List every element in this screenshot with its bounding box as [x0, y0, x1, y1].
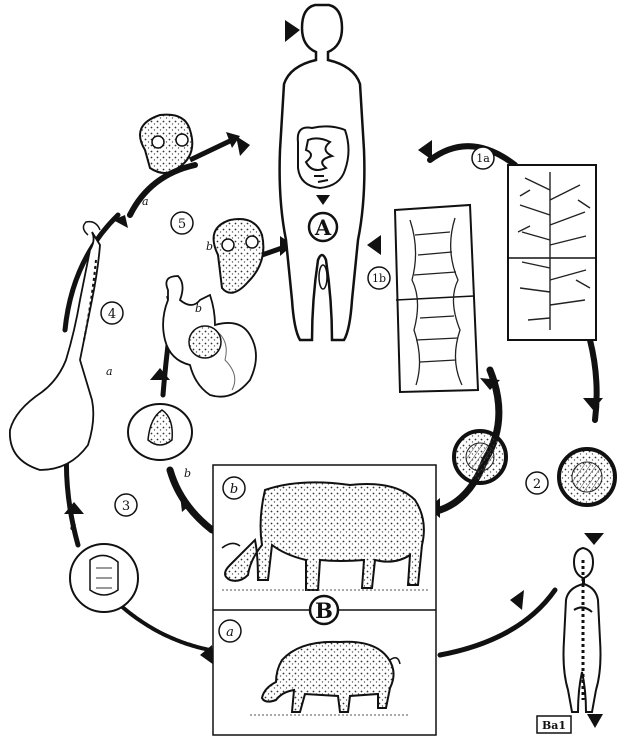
cyst-in-tissue-a-drawing: [70, 544, 138, 612]
sub-label-a-scolex: a: [142, 195, 149, 208]
stage-label-5: 5: [178, 217, 186, 232]
host-label: A: [314, 215, 332, 240]
stage-label-2: 2: [533, 477, 541, 492]
stage-label-3: 3: [122, 499, 130, 514]
human-cysticercosis-figure: [564, 548, 604, 728]
intermediate-host-panel: B b a: [213, 465, 436, 735]
egg-inner-drawing: [454, 431, 506, 483]
sub-label-b-tissue: b: [184, 467, 191, 480]
intermediate-host-label: B: [315, 598, 333, 623]
panel-label-cattle: b: [230, 482, 238, 497]
sub-label-a-tissue: a: [70, 520, 77, 533]
cysticercus-b-drawing: [163, 276, 256, 397]
scolex-b-drawing: [214, 219, 282, 293]
proglottid-1b-drawing: [395, 205, 478, 392]
corner-tag-text: Ba1: [542, 719, 566, 732]
egg-outer-drawing: [559, 449, 615, 505]
sub-label-b-scolex: b: [206, 240, 213, 253]
stage-label-1b: 1b: [372, 272, 386, 285]
human-host-figure: A: [280, 5, 365, 340]
proglottid-1a-drawing: [508, 165, 596, 340]
down-arrow-icon: [587, 714, 603, 728]
cyst-in-tissue-b-drawing: [128, 404, 192, 460]
corner-tag: Ba1: [537, 716, 571, 733]
stage-label-1a: 1a: [476, 152, 490, 165]
sub-label-b-cyst: b: [195, 302, 202, 315]
stage-label-4: 4: [108, 307, 116, 322]
panel-label-pig: a: [226, 625, 234, 640]
sub-label-a-strobila: a: [106, 365, 113, 378]
